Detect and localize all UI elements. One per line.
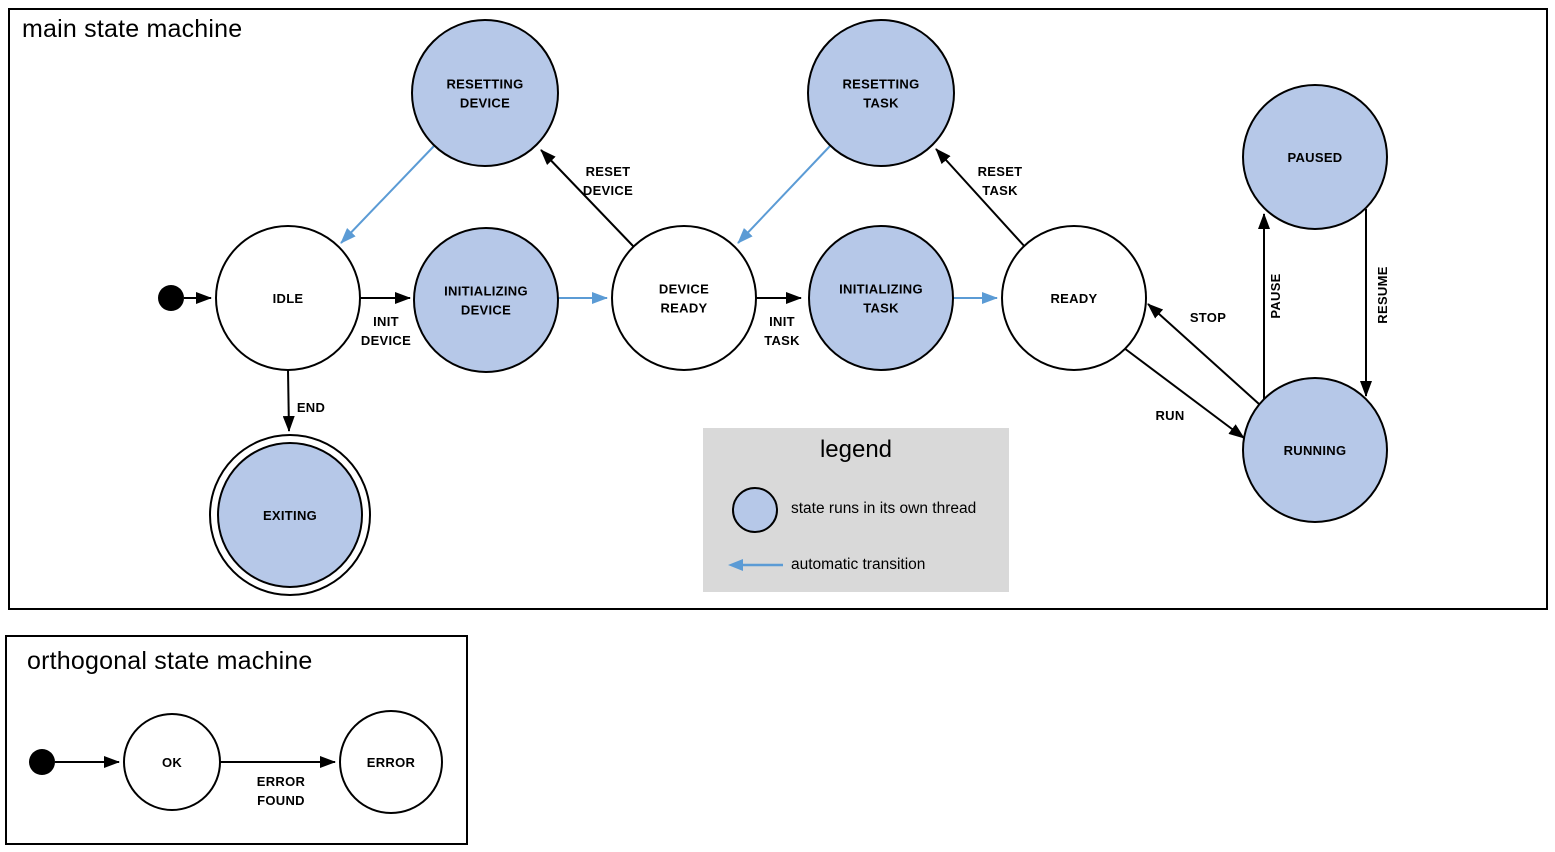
state-ok: OK bbox=[123, 713, 221, 811]
legend-thread-label: state runs in its own thread bbox=[791, 500, 977, 517]
state-idle: IDLE bbox=[215, 225, 361, 371]
transition-resetting-task-auto bbox=[737, 145, 831, 244]
state-label-ready: READY bbox=[1050, 291, 1097, 306]
thread-state-icon bbox=[732, 487, 778, 533]
transition-stop: STOP bbox=[1147, 303, 1260, 405]
orthogonal-state-machine-diagram: ERROR FOUND OK ERROR bbox=[29, 710, 443, 814]
transition-end: END bbox=[282, 369, 325, 432]
transition-label-reset-task: RESET bbox=[978, 164, 1023, 179]
transition-pause: PAUSE bbox=[1258, 213, 1283, 399]
transition-label-init-device: DEVICE bbox=[361, 333, 411, 348]
transition-resetting-device-auto bbox=[340, 145, 435, 244]
state-resetting-task: RESETTING TASK bbox=[807, 19, 955, 167]
state-label-resetting-task: RESETTING bbox=[842, 77, 919, 92]
state-label-exiting: EXITING bbox=[263, 508, 317, 523]
transition-reset-device: RESET DEVICE bbox=[540, 149, 635, 248]
state-device-ready: DEVICE READY bbox=[611, 225, 757, 371]
state-running: RUNNING bbox=[1242, 377, 1388, 523]
state-label-paused: PAUSED bbox=[1287, 150, 1342, 165]
ortho-frame-title: orthogonal state machine bbox=[27, 647, 313, 675]
state-label-initializing-task: TASK bbox=[863, 301, 899, 316]
transition-label-pause: PAUSE bbox=[1268, 273, 1283, 318]
state-error: ERROR bbox=[339, 710, 443, 814]
transition-run: RUN bbox=[1123, 347, 1245, 439]
transition-resume: RESUME bbox=[1360, 209, 1390, 397]
transition-label-error-found: FOUND bbox=[257, 793, 305, 808]
initial-state-dot bbox=[29, 749, 55, 775]
state-resetting-device: RESETTING DEVICE bbox=[411, 19, 559, 167]
orthogonal-state-machine-frame: ERROR FOUND OK ERROR orthogonal state machi… bbox=[5, 635, 468, 845]
main-state-machine-frame: INIT DEVICE RESET DEVICE INIT TASK RESET TASK ST… bbox=[8, 8, 1548, 610]
state-exiting: EXITING bbox=[209, 434, 371, 596]
transition-label-reset-device: RESET bbox=[586, 164, 631, 179]
state-label-running: RUNNING bbox=[1284, 443, 1347, 458]
legend-auto-label: automatic transition bbox=[791, 556, 926, 573]
state-label-ok: OK bbox=[162, 755, 182, 770]
initial-state-dot bbox=[158, 285, 184, 311]
transition-label-init-task: INIT bbox=[769, 314, 795, 329]
state-label-error: ERROR bbox=[367, 755, 416, 770]
state-initializing-task: INITIALIZING TASK bbox=[808, 225, 954, 371]
transition-error-found: ERROR FOUND bbox=[220, 756, 336, 808]
transition-label-end: END bbox=[297, 400, 325, 415]
state-ready: READY bbox=[1001, 225, 1147, 371]
transition-label-stop: STOP bbox=[1190, 310, 1226, 325]
state-initializing-device: INITIALIZING DEVICE bbox=[413, 227, 559, 373]
transition-label-reset-device: DEVICE bbox=[583, 183, 633, 198]
transition-init-device: INIT DEVICE bbox=[360, 292, 411, 348]
state-label-initializing-task: INITIALIZING bbox=[839, 282, 923, 297]
transition-label-init-task: TASK bbox=[764, 333, 800, 348]
auto-transition-arrow-icon bbox=[728, 559, 783, 571]
legend: legend state runs in its own thread auto… bbox=[703, 428, 1009, 592]
state-label-initializing-device: DEVICE bbox=[461, 303, 511, 318]
main-state-machine-diagram: INIT DEVICE RESET DEVICE INIT TASK RESET TASK ST… bbox=[158, 19, 1390, 596]
state-label-resetting-device: RESETTING bbox=[446, 77, 523, 92]
transition-init-task: INIT TASK bbox=[756, 292, 802, 348]
main-frame-title: main state machine bbox=[22, 15, 243, 43]
state-label-device-ready: READY bbox=[660, 301, 707, 316]
transition-label-error-found: ERROR bbox=[257, 774, 306, 789]
state-label-idle: IDLE bbox=[273, 291, 304, 306]
transition-label-init-device: INIT bbox=[373, 314, 399, 329]
state-paused: PAUSED bbox=[1242, 84, 1388, 230]
transition-reset-task: RESET TASK bbox=[935, 148, 1027, 249]
transition-label-reset-task: TASK bbox=[982, 183, 1018, 198]
state-label-device-ready: DEVICE bbox=[659, 282, 709, 297]
legend-title: legend bbox=[819, 436, 893, 463]
transition-label-resume: RESUME bbox=[1375, 266, 1390, 323]
state-label-initializing-device: INITIALIZING bbox=[444, 284, 528, 299]
state-label-resetting-device: DEVICE bbox=[460, 96, 510, 111]
state-label-resetting-task: TASK bbox=[863, 96, 899, 111]
transition-label-run: RUN bbox=[1155, 408, 1184, 423]
